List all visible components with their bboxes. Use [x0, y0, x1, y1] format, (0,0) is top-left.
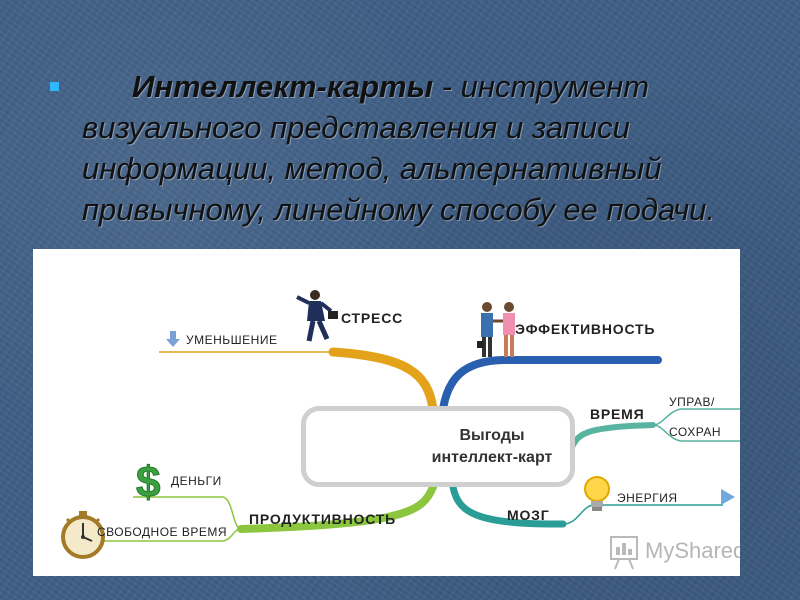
definition-first-line: Интеллект-карты - инструмент: [44, 66, 764, 107]
center-title-line1: Выгоды: [459, 427, 525, 444]
definition-line-1: инструмент: [460, 69, 650, 104]
free-time-sub-branch: [103, 528, 242, 542]
productivity-branch: [237, 483, 437, 533]
time-label: ВРЕМЯ: [590, 406, 645, 422]
handshake-people-icon: [477, 302, 515, 357]
brain-arrow-icon: [721, 489, 735, 505]
running-man-icon: [296, 290, 338, 342]
watermark-text: MyShared: [645, 538, 740, 563]
save-label: СОХРАН: [669, 425, 722, 439]
dollar-symbol: $: [136, 458, 160, 507]
money-label: ДЕНЬГИ: [171, 474, 222, 488]
energy-label: ЭНЕРГИЯ: [617, 491, 678, 505]
term: Интеллект-карты: [132, 69, 434, 104]
free-time-label: СВОБОДНОЕ ВРЕМЯ: [97, 525, 228, 539]
brain-branch: [449, 483, 567, 528]
mind-map-image: $: [33, 249, 740, 576]
stress-branch: [328, 347, 438, 414]
slide-text: Интеллект-карты - инструмент визуального…: [44, 66, 764, 230]
energy-sub-branch: [562, 504, 723, 525]
stopwatch-icon: [61, 511, 105, 559]
save-sub-branch: [652, 424, 740, 442]
manage-sub-branch: [652, 408, 740, 426]
definition-line-4: привычному, линейному способу ее подачи.: [82, 192, 716, 227]
center-title-line2: интеллект-карт: [431, 449, 553, 466]
efficiency-branch: [439, 356, 662, 413]
down-arrow-icon: [166, 331, 180, 347]
center-node: Выгоды интеллект-карт: [301, 406, 575, 487]
productivity-label: ПРОДУКТИВНОСТЬ: [249, 511, 396, 527]
manage-label: УПРАВ/: [669, 395, 715, 409]
definition-line-2: визуального представления и записи: [82, 110, 630, 145]
watermark-logo-icon: [610, 536, 638, 570]
light-bulb-icon: [584, 476, 610, 511]
bullet-icon: [50, 82, 59, 91]
center-node-text: Выгоды интеллект-карт: [422, 425, 562, 469]
term-dash: -: [433, 69, 461, 104]
definition-line-3: информации, метод, альтернативный: [82, 151, 662, 186]
brain-label: МОЗГ: [507, 507, 550, 523]
time-branch: [568, 422, 656, 452]
dollar-icon: $: [136, 458, 161, 508]
efficiency-label: ЭФФЕКТИВНОСТЬ: [515, 321, 656, 337]
stress-label: СТРЕСС: [341, 310, 404, 326]
money-sub-branch: [133, 496, 242, 530]
reduction-label: УМЕНЬШЕНИЕ: [186, 333, 278, 347]
